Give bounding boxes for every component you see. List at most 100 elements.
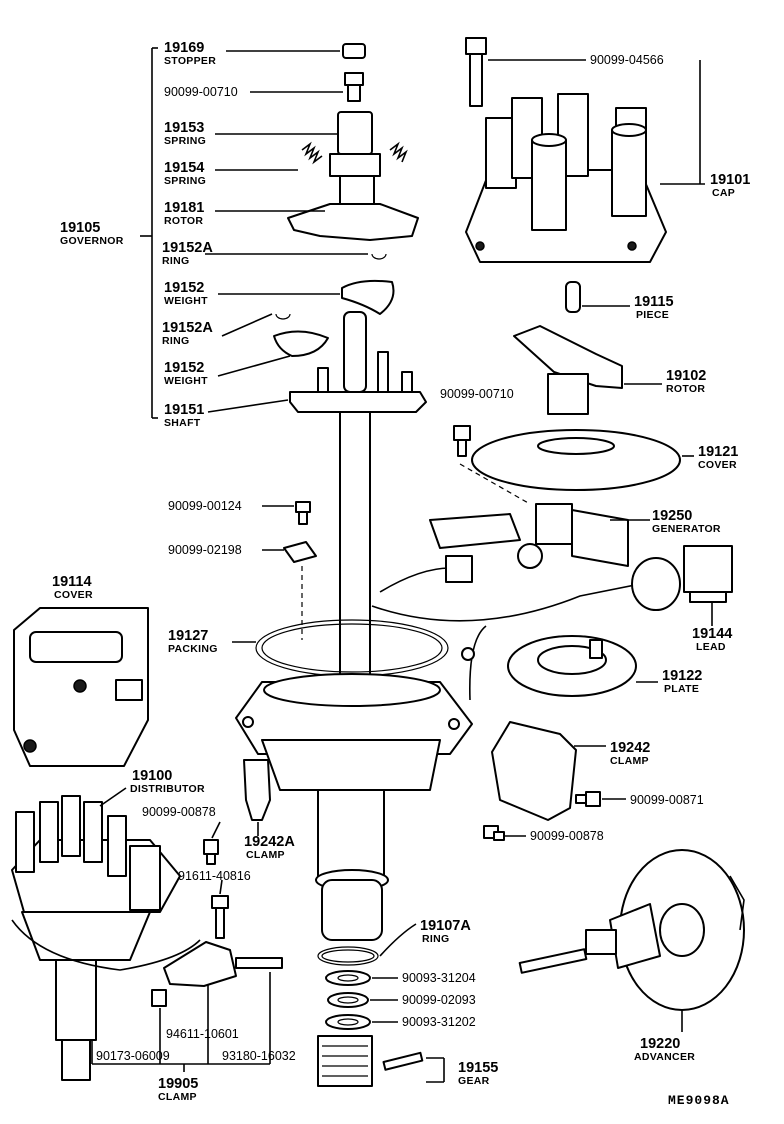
label-90099-02198: 90099-02198 — [168, 543, 242, 557]
label-19115: 19115 — [634, 294, 674, 310]
label-19905: 19905 — [158, 1076, 198, 1092]
label-90173-06009: 90173-06009 — [96, 1049, 170, 1063]
label-19127: 19127 — [168, 628, 208, 644]
governor-weight-upper — [218, 279, 395, 315]
wiring-lead-part — [371, 545, 733, 701]
governor-weight-lower — [217, 330, 329, 377]
label-19101: 19101 — [710, 172, 750, 188]
label-19250: 19250 — [652, 508, 692, 524]
signal-generator-part — [429, 463, 650, 569]
label-rotor: ROTOR — [666, 383, 705, 395]
label-19153: 19153 — [164, 120, 204, 136]
distributor-assembly-part — [11, 787, 201, 1081]
label-generator: GENERATOR — [652, 523, 721, 535]
part-labels: 19169 STOPPER 90099-00710 19153 SPRING 1… — [52, 40, 750, 1108]
clamp-a-part — [243, 759, 271, 836]
distributor-cover-part — [13, 607, 149, 767]
label-19102: 19102 — [666, 368, 706, 384]
governor-ring-upper — [205, 253, 387, 260]
label-19152-upper: 19152 — [164, 280, 204, 296]
label-cap: CAP — [712, 187, 735, 199]
label-distributor: DISTRIBUTOR — [130, 783, 205, 795]
label-gear: GEAR — [458, 1075, 490, 1087]
label-19242: 19242 — [610, 740, 650, 756]
label-91611-40816: 91611-40816 — [178, 869, 251, 883]
label-ring-upper: RING — [162, 255, 189, 267]
label-spring-a: SPRING — [164, 135, 206, 147]
label-rotor-gov: ROTOR — [164, 215, 203, 227]
label-90099-00710-mid: 90099-00710 — [440, 387, 514, 401]
governor-springs-part — [215, 133, 408, 171]
dust-cover-part — [471, 429, 694, 491]
clamp-screw-right — [575, 791, 626, 807]
label-19151: 19151 — [164, 402, 204, 418]
label-93180-16032: 93180-16032 — [222, 1049, 296, 1063]
label-19155: 19155 — [458, 1060, 498, 1076]
label-19169: 19169 — [164, 40, 204, 56]
label-ring-o: RING — [422, 933, 449, 945]
label-shaft: SHAFT — [164, 417, 201, 429]
label-19107a: 19107A — [420, 918, 471, 934]
label-19114: 19114 — [52, 574, 92, 590]
clamp-screw-left — [203, 821, 221, 865]
washer-31204-part — [325, 970, 398, 986]
label-weight-lower: WEIGHT — [164, 375, 208, 387]
label-lead: LEAD — [696, 641, 726, 653]
label-90099-00710-top: 90099-00710 — [164, 85, 238, 99]
label-advancer: ADVANCER — [634, 1051, 695, 1063]
governor-bracket — [140, 47, 158, 419]
small-screw-part — [262, 501, 311, 525]
label-weight-upper: WEIGHT — [164, 295, 208, 307]
distributor-rotor-part — [513, 325, 662, 415]
label-94611-10601: 94611-10601 — [166, 1027, 239, 1041]
label-spring-b: SPRING — [164, 175, 206, 187]
clamp-19905-part — [91, 941, 283, 1072]
hold-down-bolt-part — [211, 879, 229, 939]
label-90099-04566: 90099-04566 — [590, 53, 664, 67]
label-90093-31202: 90093-31202 — [402, 1015, 476, 1029]
label-19152-lower: 19152 — [164, 360, 204, 376]
washer-31202-part — [325, 1014, 398, 1030]
governor-ring-lower — [221, 313, 291, 337]
label-stopper: STOPPER — [164, 55, 216, 67]
label-19144: 19144 — [692, 626, 732, 642]
label-cover-dist: COVER — [54, 589, 93, 601]
label-90099-02093: 90099-02093 — [402, 993, 476, 1007]
label-19122: 19122 — [662, 668, 702, 684]
vacuum-advancer-part — [518, 849, 745, 1011]
governor-screw-part — [250, 72, 364, 102]
breaker-plate-part — [507, 635, 658, 697]
label-19105: 19105 — [60, 220, 100, 236]
drawing-reference: ME9098A — [668, 1093, 730, 1108]
label-clamp-19905: CLAMP — [158, 1091, 197, 1103]
governor-rotor-part — [215, 111, 419, 241]
label-90099-00878-left: 90099-00878 — [142, 805, 216, 819]
label-19152a-upper: 19152A — [162, 240, 213, 256]
label-19220: 19220 — [640, 1036, 680, 1052]
label-piece: PIECE — [636, 309, 669, 321]
label-plate: PLATE — [664, 683, 699, 695]
label-governor: GOVERNOR — [60, 235, 124, 247]
label-19154: 19154 — [164, 160, 204, 176]
label-19181: 19181 — [164, 200, 204, 216]
clamp-part — [491, 721, 606, 821]
label-19100: 19100 — [132, 768, 172, 784]
washer-part — [262, 541, 317, 640]
drive-gear-part — [317, 1035, 445, 1087]
cap-screw-part — [465, 37, 586, 107]
cap-piece-part — [565, 281, 630, 313]
distributor-cap-part — [465, 93, 705, 263]
label-19242a: 19242A — [244, 834, 295, 850]
label-90099-00871: 90099-00871 — [630, 793, 704, 807]
washer-02093-part — [327, 992, 398, 1008]
label-packing: PACKING — [168, 643, 218, 655]
rotor-screw-part — [453, 425, 471, 457]
label-clamp-19242: CLAMP — [610, 755, 649, 767]
label-clamp-19242a: CLAMP — [246, 849, 285, 861]
label-90093-31204: 90093-31204 — [402, 971, 476, 985]
o-ring-part — [317, 923, 417, 966]
clamp-screw-lower — [483, 825, 526, 841]
label-90099-00124: 90099-00124 — [168, 499, 242, 513]
label-19121: 19121 — [698, 444, 738, 460]
